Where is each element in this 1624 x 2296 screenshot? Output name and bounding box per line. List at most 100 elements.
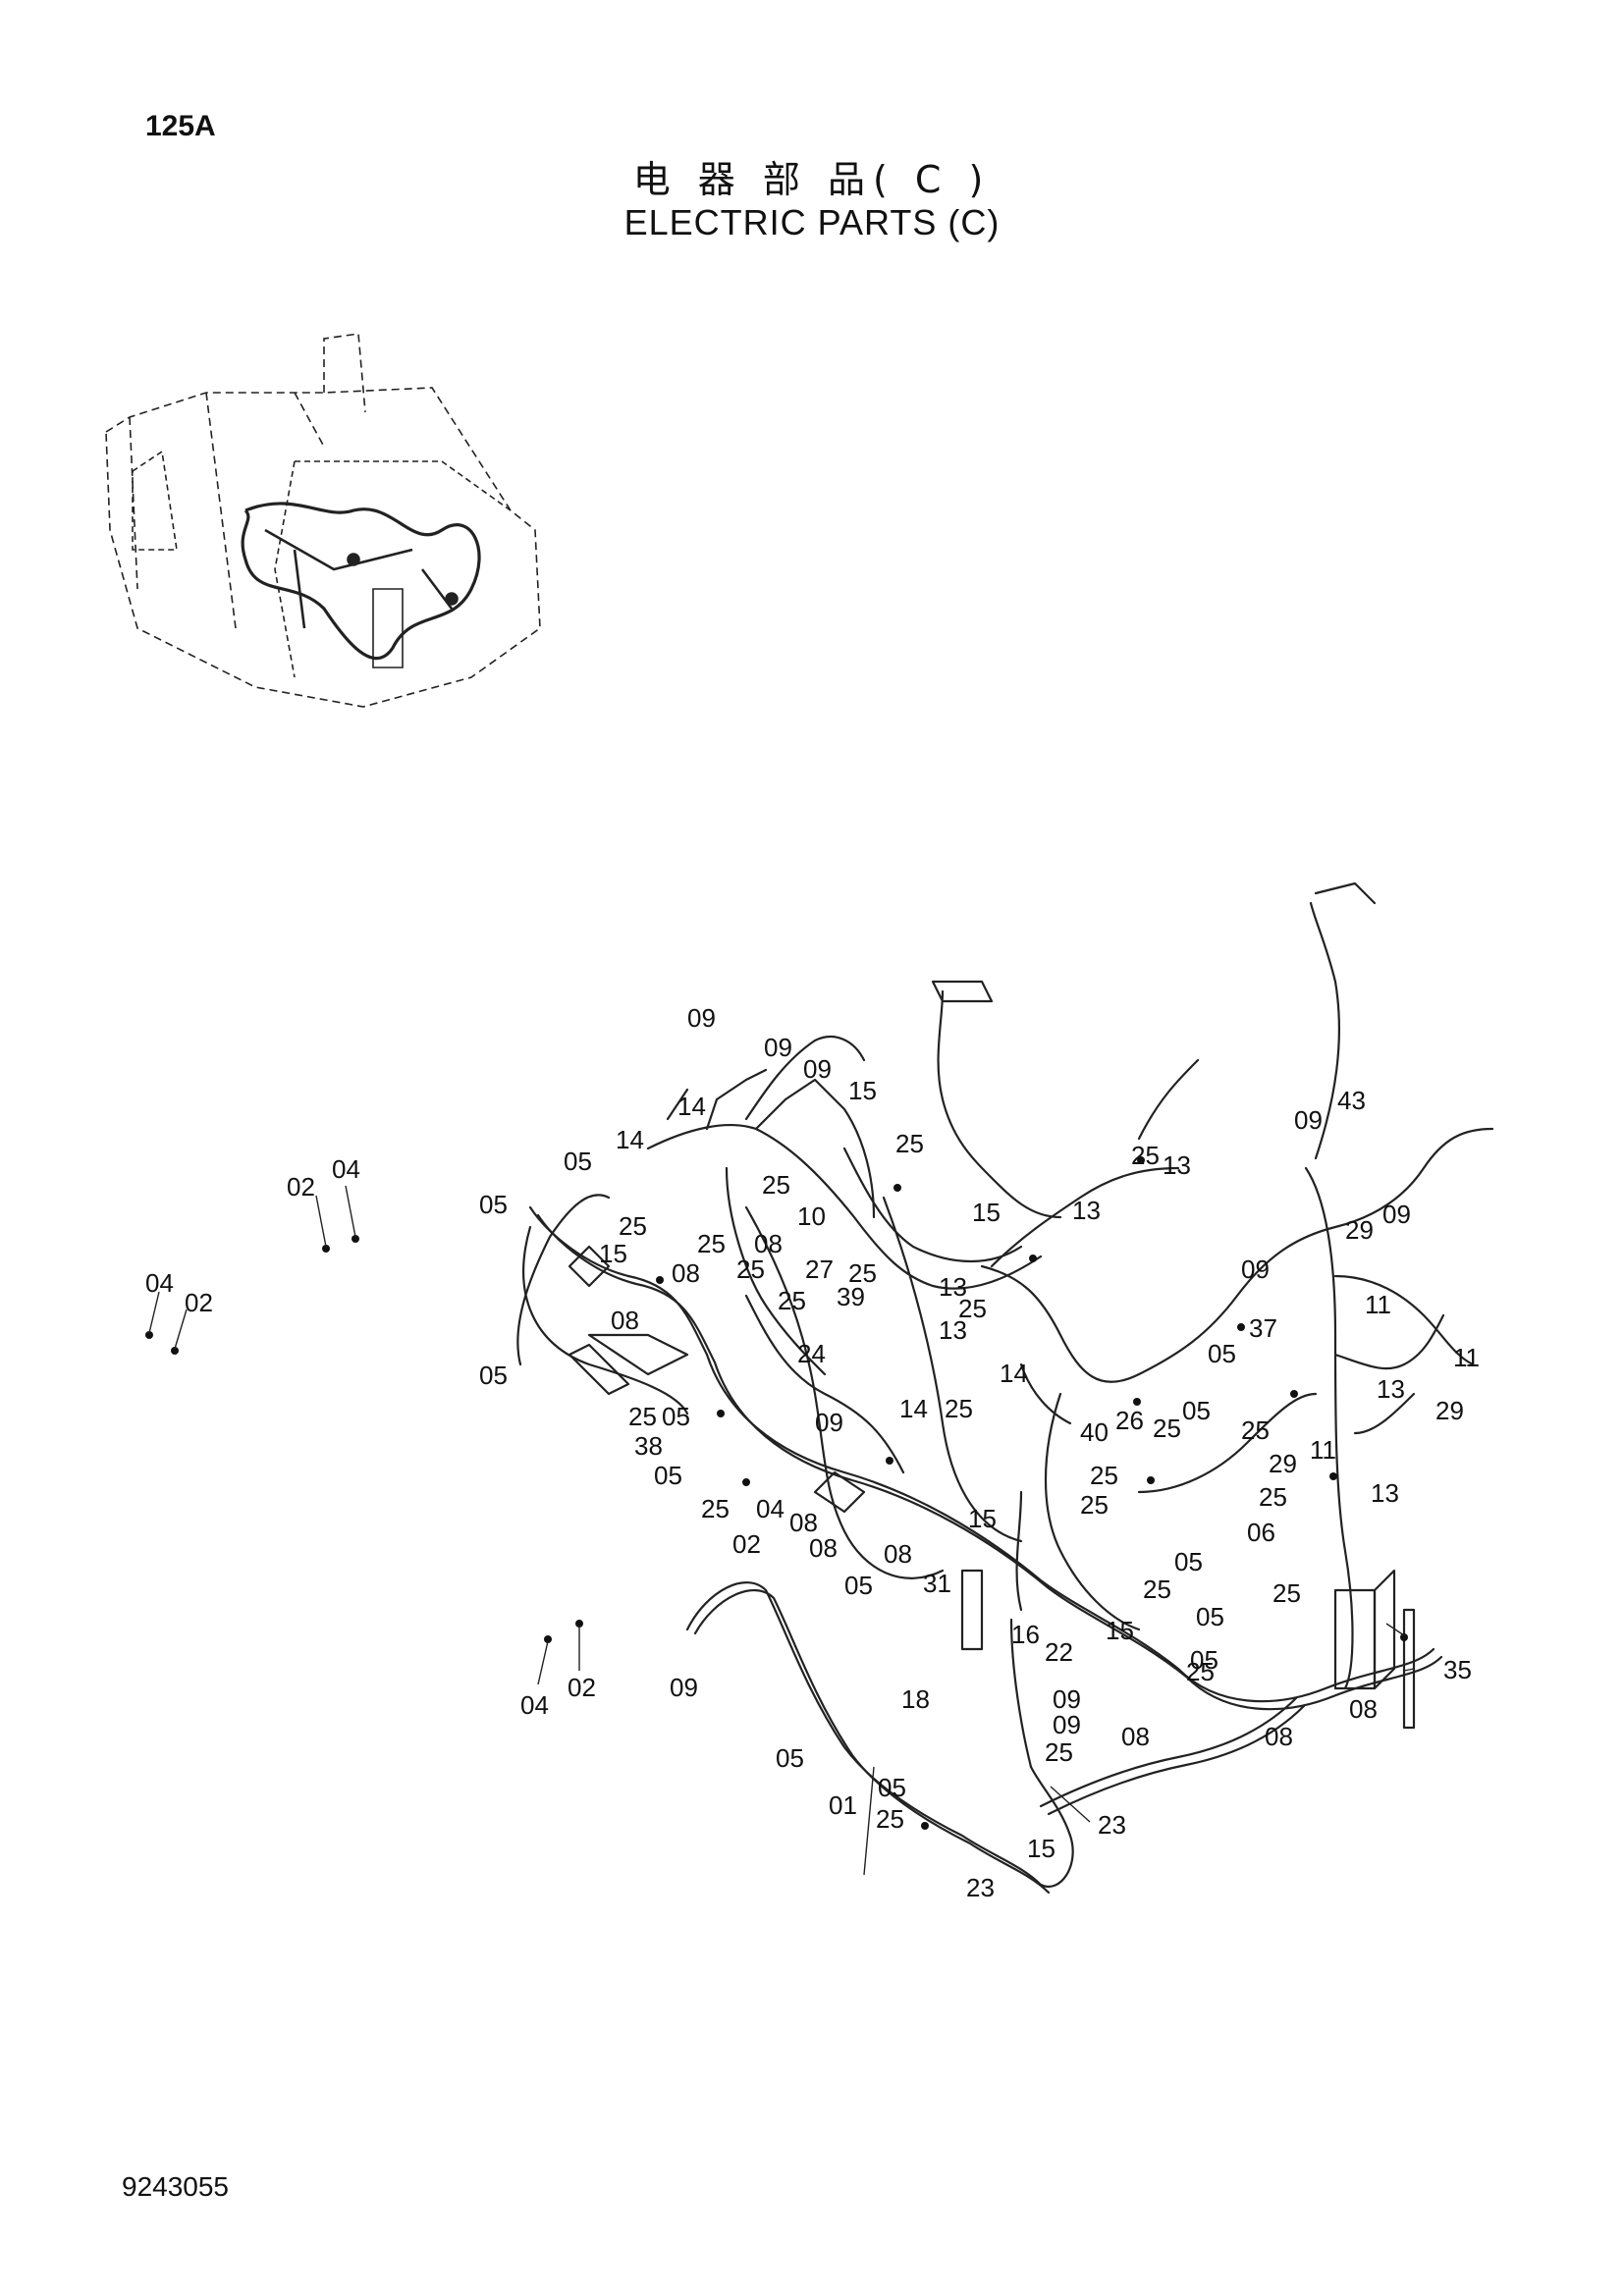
callout: 25 xyxy=(1131,1141,1160,1170)
callout: 14 xyxy=(677,1092,706,1121)
callout: 08 xyxy=(611,1306,639,1335)
callout: 13 xyxy=(1371,1478,1399,1508)
callout: 15 xyxy=(972,1198,1001,1227)
callout: 13 xyxy=(939,1272,967,1302)
callout: 23 xyxy=(966,1873,995,1902)
callout: 09 xyxy=(687,1003,716,1033)
callout: 09 xyxy=(803,1054,832,1084)
callout: 25 xyxy=(895,1129,924,1158)
callout: 13 xyxy=(1072,1196,1101,1225)
callout: 22 xyxy=(1045,1637,1073,1667)
callout: 25 xyxy=(778,1286,806,1315)
callout: 15 xyxy=(599,1239,627,1268)
callout: 25 xyxy=(628,1402,657,1431)
callout: 25 xyxy=(736,1255,765,1284)
callout: 25 xyxy=(848,1258,877,1288)
callout: 43 xyxy=(1337,1086,1366,1115)
callout: 02 xyxy=(185,1288,213,1317)
callout: 37 xyxy=(1249,1313,1277,1343)
callout: 15 xyxy=(1106,1616,1134,1645)
callout: 13 xyxy=(1377,1374,1405,1404)
callout: 08 xyxy=(754,1229,783,1258)
callout: 25 xyxy=(1241,1415,1270,1445)
callout: 18 xyxy=(901,1684,930,1714)
connector-points xyxy=(145,1156,1408,1830)
callout: 26 xyxy=(1115,1406,1144,1435)
callout: 09 xyxy=(1053,1684,1081,1714)
callout: 40 xyxy=(1080,1417,1109,1447)
callout: 14 xyxy=(1000,1359,1028,1388)
callout: 11 xyxy=(1365,1290,1391,1319)
callout: 25 xyxy=(1153,1414,1181,1443)
callout: 05 xyxy=(844,1571,873,1600)
callout: 29 xyxy=(1345,1215,1374,1245)
callout: 38 xyxy=(634,1431,663,1461)
callout: 11 xyxy=(1453,1343,1480,1372)
callout: 05 xyxy=(662,1402,690,1431)
callout: 24 xyxy=(797,1339,826,1368)
callout: 05 xyxy=(1208,1339,1236,1368)
callout: 05 xyxy=(1190,1645,1218,1675)
callout: 23 xyxy=(1098,1810,1126,1840)
callout: 25 xyxy=(1090,1461,1118,1490)
callout: 05 xyxy=(1182,1396,1211,1425)
callout: 25 xyxy=(701,1494,730,1523)
callout: 05 xyxy=(479,1190,508,1219)
title-chinese: 电 器 部 品( C ) xyxy=(632,158,992,201)
title-english: ELECTRIC PARTS (C) xyxy=(623,202,1001,242)
callout: 10 xyxy=(797,1201,826,1231)
callout: 25 xyxy=(697,1229,726,1258)
callout: 11 xyxy=(1310,1435,1336,1465)
callout: 25 xyxy=(1143,1575,1171,1604)
callout: 25 xyxy=(958,1294,987,1323)
callout: 15 xyxy=(968,1504,997,1533)
callout: 14 xyxy=(899,1394,928,1423)
callout: 09 xyxy=(670,1673,698,1702)
callout: 25 xyxy=(1272,1578,1301,1608)
callout: 05 xyxy=(654,1461,682,1490)
callout: 05 xyxy=(1174,1547,1203,1576)
callout: 13 xyxy=(1163,1150,1191,1180)
callout: 09 xyxy=(764,1033,792,1062)
callout: 09 xyxy=(1241,1255,1270,1284)
document-number: 9243055 xyxy=(122,2171,230,2202)
callout: 08 xyxy=(1349,1694,1378,1724)
callout: 25 xyxy=(1080,1490,1109,1520)
callout: 08 xyxy=(789,1508,818,1537)
callout: 16 xyxy=(1011,1620,1040,1649)
callout: 02 xyxy=(732,1529,761,1559)
callout: 09 xyxy=(815,1408,843,1437)
callout: 09 xyxy=(1382,1200,1411,1229)
callout: 04 xyxy=(520,1690,549,1720)
callout-labels: 09 09 09 15 14 14 05 25 05 25 25 15 08 2… xyxy=(145,1003,1480,1902)
callout: 13 xyxy=(939,1315,967,1345)
callout: 25 xyxy=(876,1804,904,1834)
leader-lines xyxy=(148,1185,1415,1876)
callout: 05 xyxy=(564,1147,592,1176)
harness-drawing xyxy=(516,881,1494,1895)
callout: 25 xyxy=(1259,1482,1287,1512)
callout: 04 xyxy=(332,1154,360,1184)
callout: 25 xyxy=(1045,1737,1073,1767)
callout: 25 xyxy=(1186,1657,1215,1686)
machine-overview-thumbnail xyxy=(105,333,541,708)
callout: 39 xyxy=(837,1282,865,1311)
callout: 31 xyxy=(923,1569,951,1598)
callout: 25 xyxy=(619,1211,647,1241)
callout: 08 xyxy=(1121,1722,1150,1751)
callout: 08 xyxy=(672,1258,700,1288)
callout: 05 xyxy=(878,1773,906,1802)
callout: 15 xyxy=(1027,1834,1056,1863)
callout: 05 xyxy=(1196,1602,1224,1631)
callout: 06 xyxy=(1247,1518,1275,1547)
callout: 09 xyxy=(1053,1710,1081,1739)
callout: 14 xyxy=(616,1125,644,1154)
callout: 25 xyxy=(762,1170,790,1200)
callout: 04 xyxy=(145,1268,174,1298)
callout: 29 xyxy=(1435,1396,1464,1425)
callout: 08 xyxy=(1265,1722,1293,1751)
callout: 09 xyxy=(1294,1105,1323,1135)
callout: 29 xyxy=(1269,1449,1297,1478)
page-number: 125A xyxy=(145,110,216,142)
